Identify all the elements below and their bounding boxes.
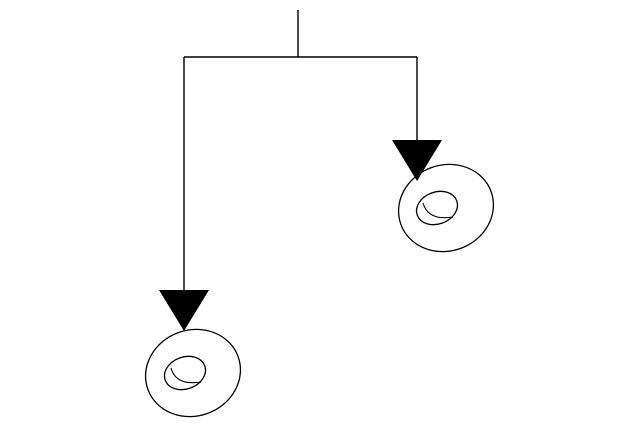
leader-lines: [183, 10, 418, 292]
arrowhead-right: [392, 140, 442, 181]
washer-grommet-icon: [397, 163, 495, 253]
washer-grommet-icon: [144, 328, 242, 418]
arrowhead-left: [159, 290, 209, 331]
